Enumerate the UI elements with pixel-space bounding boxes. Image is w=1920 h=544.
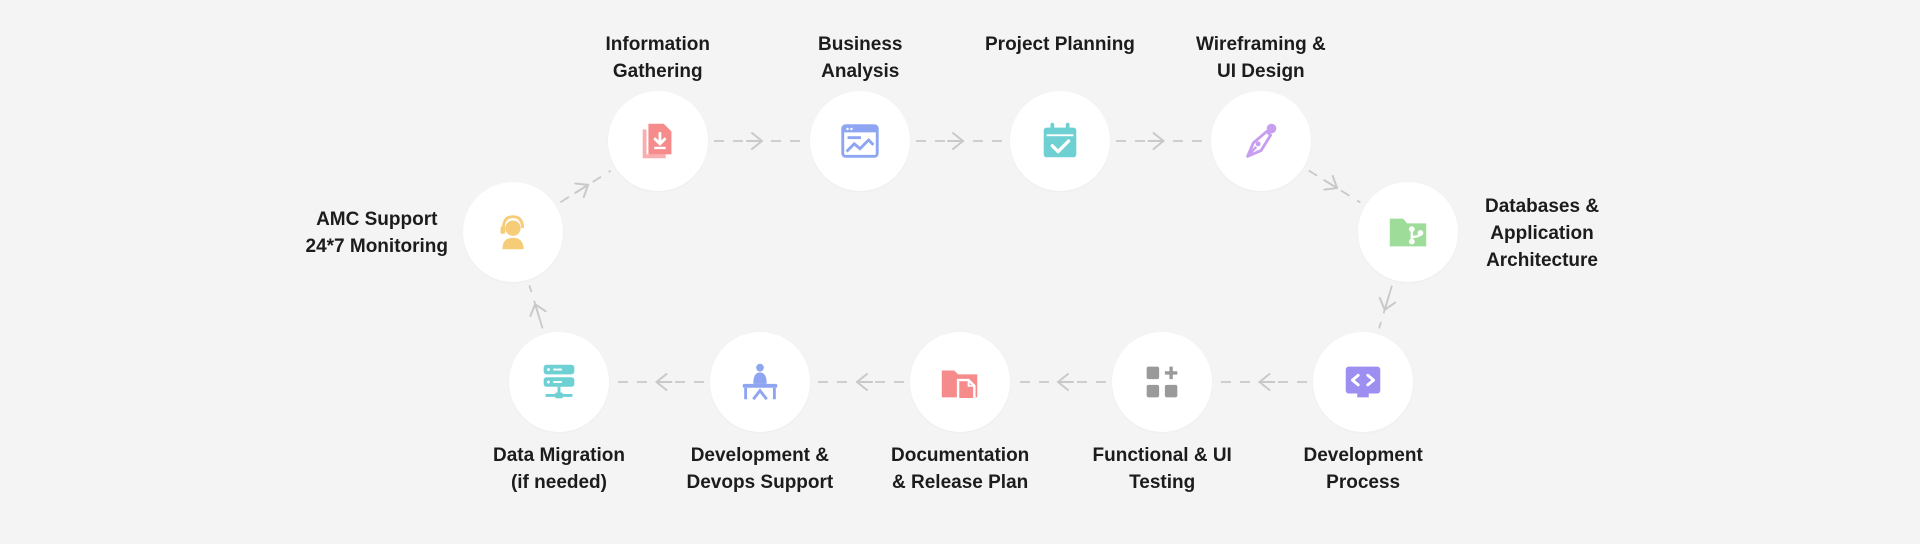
step-label-line: Development bbox=[1303, 445, 1423, 466]
step-label-line: Testing bbox=[1129, 472, 1196, 493]
step-label-testing: Functional & UI Testing bbox=[1093, 442, 1232, 496]
step-label-devops: Development & Devops Support bbox=[687, 442, 834, 496]
step-node-documentation bbox=[910, 332, 1010, 432]
connector-arrow bbox=[1308, 169, 1361, 204]
step-label-line: Devops Support bbox=[686, 472, 834, 493]
connector-arrow bbox=[1218, 373, 1307, 391]
step-node-business-analysis bbox=[810, 91, 910, 191]
connector-arrow bbox=[559, 170, 612, 203]
connector-arrow bbox=[528, 285, 547, 329]
step-label-line: Wireframing & bbox=[1196, 34, 1326, 55]
step-node-wireframing bbox=[1211, 91, 1311, 191]
step-label-line: Business bbox=[818, 34, 903, 55]
server-stack-icon bbox=[543, 364, 575, 399]
connector-arrow bbox=[1116, 132, 1205, 150]
folder-file-icon bbox=[941, 370, 978, 401]
step-node-info-gathering bbox=[608, 91, 708, 191]
browser-chart-icon bbox=[841, 124, 879, 158]
connector-arrow bbox=[916, 132, 1004, 150]
step-label-line: (if needed) bbox=[510, 472, 607, 493]
step-node-databases bbox=[1358, 182, 1458, 282]
step-label-wireframing: Wireframing & UI Design bbox=[1196, 31, 1326, 85]
step-label-line: Databases & bbox=[1485, 196, 1600, 217]
step-label-line: UI Design bbox=[1217, 61, 1305, 82]
calendar-check-icon bbox=[1043, 122, 1077, 158]
step-node-data-migration bbox=[509, 332, 609, 432]
step-label-line: Functional & UI bbox=[1092, 445, 1232, 466]
support-agent-icon bbox=[500, 215, 525, 250]
step-node-amc-support bbox=[463, 182, 563, 282]
step-label-line: Data Migration bbox=[493, 445, 625, 466]
step-label-line: & Release Plan bbox=[892, 472, 1029, 493]
connector-arrow bbox=[1016, 373, 1106, 391]
step-label-project-planning: Project Planning bbox=[985, 31, 1135, 58]
step-label-line: Process bbox=[1326, 472, 1401, 493]
pen-nib-icon bbox=[1246, 123, 1277, 158]
step-label-line: Application bbox=[1490, 223, 1594, 244]
step-label-documentation: Documentation & Release Plan bbox=[891, 442, 1029, 496]
step-node-testing bbox=[1112, 332, 1212, 432]
code-window-icon bbox=[1345, 366, 1381, 398]
step-label-line: Analysis bbox=[821, 61, 900, 82]
step-label-line: Documentation bbox=[891, 445, 1030, 466]
step-node-development-process bbox=[1313, 332, 1413, 432]
document-download-icon bbox=[642, 123, 672, 159]
connector-arrow bbox=[816, 373, 904, 391]
connector-arrow bbox=[1378, 285, 1397, 329]
step-label-line: Project Planning bbox=[985, 34, 1135, 55]
step-label-line: Gathering bbox=[612, 61, 703, 82]
step-node-devops bbox=[710, 332, 810, 432]
step-label-amc-support: AMC Support 24*7 Monitoring bbox=[306, 206, 449, 260]
person-desk-icon bbox=[742, 363, 778, 401]
step-label-line: AMC Support bbox=[316, 209, 438, 230]
connector-arrow bbox=[714, 132, 804, 150]
grid-plus-icon bbox=[1146, 366, 1178, 398]
step-label-line: Development & bbox=[690, 445, 830, 466]
folder-branch-icon bbox=[1389, 218, 1427, 247]
connector-arrow bbox=[615, 373, 704, 391]
step-label-line: Architecture bbox=[1486, 250, 1598, 271]
step-label-data-migration: Data Migration (if needed) bbox=[493, 442, 625, 496]
step-label-line: 24*7 Monitoring bbox=[305, 236, 449, 257]
step-label-line: Information bbox=[605, 34, 711, 55]
step-node-project-planning bbox=[1010, 91, 1110, 191]
